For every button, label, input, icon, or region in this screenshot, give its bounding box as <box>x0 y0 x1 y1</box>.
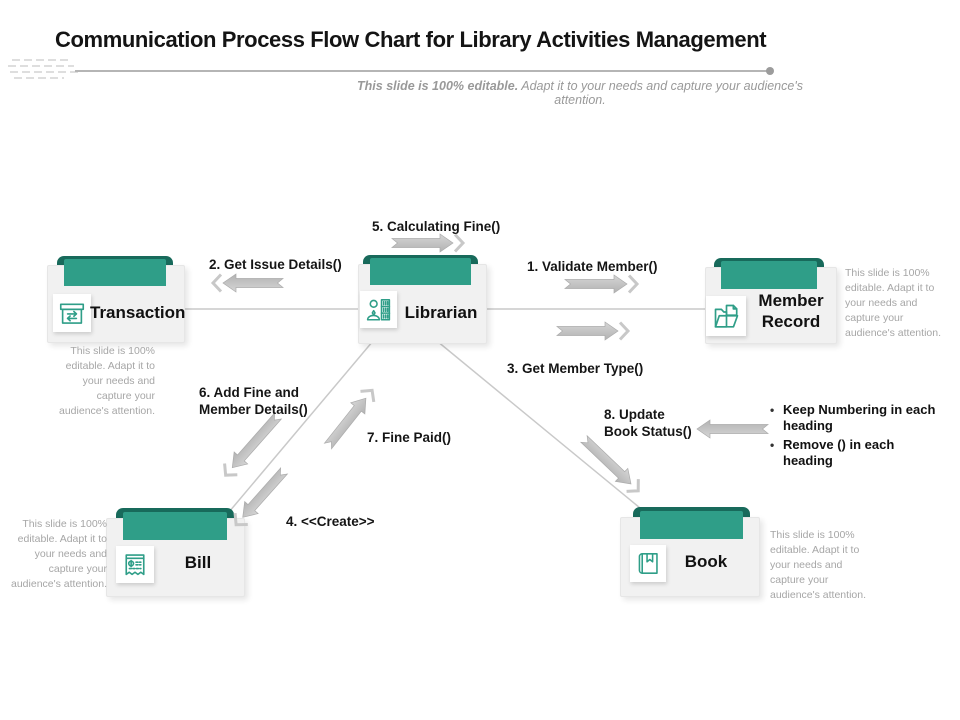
slide-subtitle: This slide is 100% editable. Adapt it to… <box>330 79 830 107</box>
book-note: This slide is 100% editable. Adapt it to… <box>770 529 866 601</box>
transaction-icon <box>53 294 91 332</box>
bill-header-bar <box>123 512 227 540</box>
transaction-header-bar <box>64 259 166 286</box>
transaction-label: Transaction <box>90 303 186 322</box>
annotation-bullet: Keep Numbering in each heading <box>768 402 944 434</box>
librarian-label: Librarian <box>404 303 478 322</box>
bill-note: This slide is 100% editable. Adapt it to… <box>11 518 107 590</box>
subtitle-bold: This slide is 100% editable. <box>357 79 519 93</box>
line-librarian-bill <box>228 340 374 513</box>
librarian-icon <box>360 291 397 328</box>
header-divider-line <box>75 70 769 72</box>
annotation-bullet-list: Keep Numbering in each heading Remove ()… <box>768 402 944 472</box>
book-label: Book <box>684 552 728 571</box>
msg-update-book-status: 8. Update Book Status() <box>604 407 692 439</box>
member-record-note: This slide is 100% editable. Adapt it to… <box>845 267 941 339</box>
subtitle-rest: Adapt it to your needs and capture your … <box>518 79 803 107</box>
msg-create: 4. <<Create>> <box>286 514 375 529</box>
librarian-header-bar <box>370 258 471 285</box>
member-record-icon <box>706 296 746 336</box>
transaction-note: This slide is 100% editable. Adapt it to… <box>59 345 155 417</box>
book-header-bar <box>640 511 743 539</box>
annotation-bullet: Remove () in each heading <box>768 437 944 469</box>
dash-pattern-decoration <box>8 59 78 83</box>
page-title: Communication Process Flow Chart for Lib… <box>55 27 767 52</box>
member-record-label: Member Record <box>758 291 824 331</box>
msg-get-issue-details: 2. Get Issue Details() <box>209 257 342 272</box>
header-divider-dot <box>766 67 774 75</box>
msg-validate-member: 1. Validate Member() <box>527 259 658 274</box>
member-record-header-bar <box>721 261 817 289</box>
bill-label: Bill <box>184 553 212 572</box>
msg-get-member-type: 3. Get Member Type() <box>507 361 644 376</box>
bill-icon <box>116 546 154 583</box>
msg-add-fine-member-details: 6. Add Fine and Member Details() <box>199 385 308 417</box>
msg-calculating-fine: 5. Calculating Fine() <box>372 219 501 234</box>
book-icon <box>630 545 666 582</box>
msg-fine-paid: 7. Fine Paid() <box>367 430 452 445</box>
